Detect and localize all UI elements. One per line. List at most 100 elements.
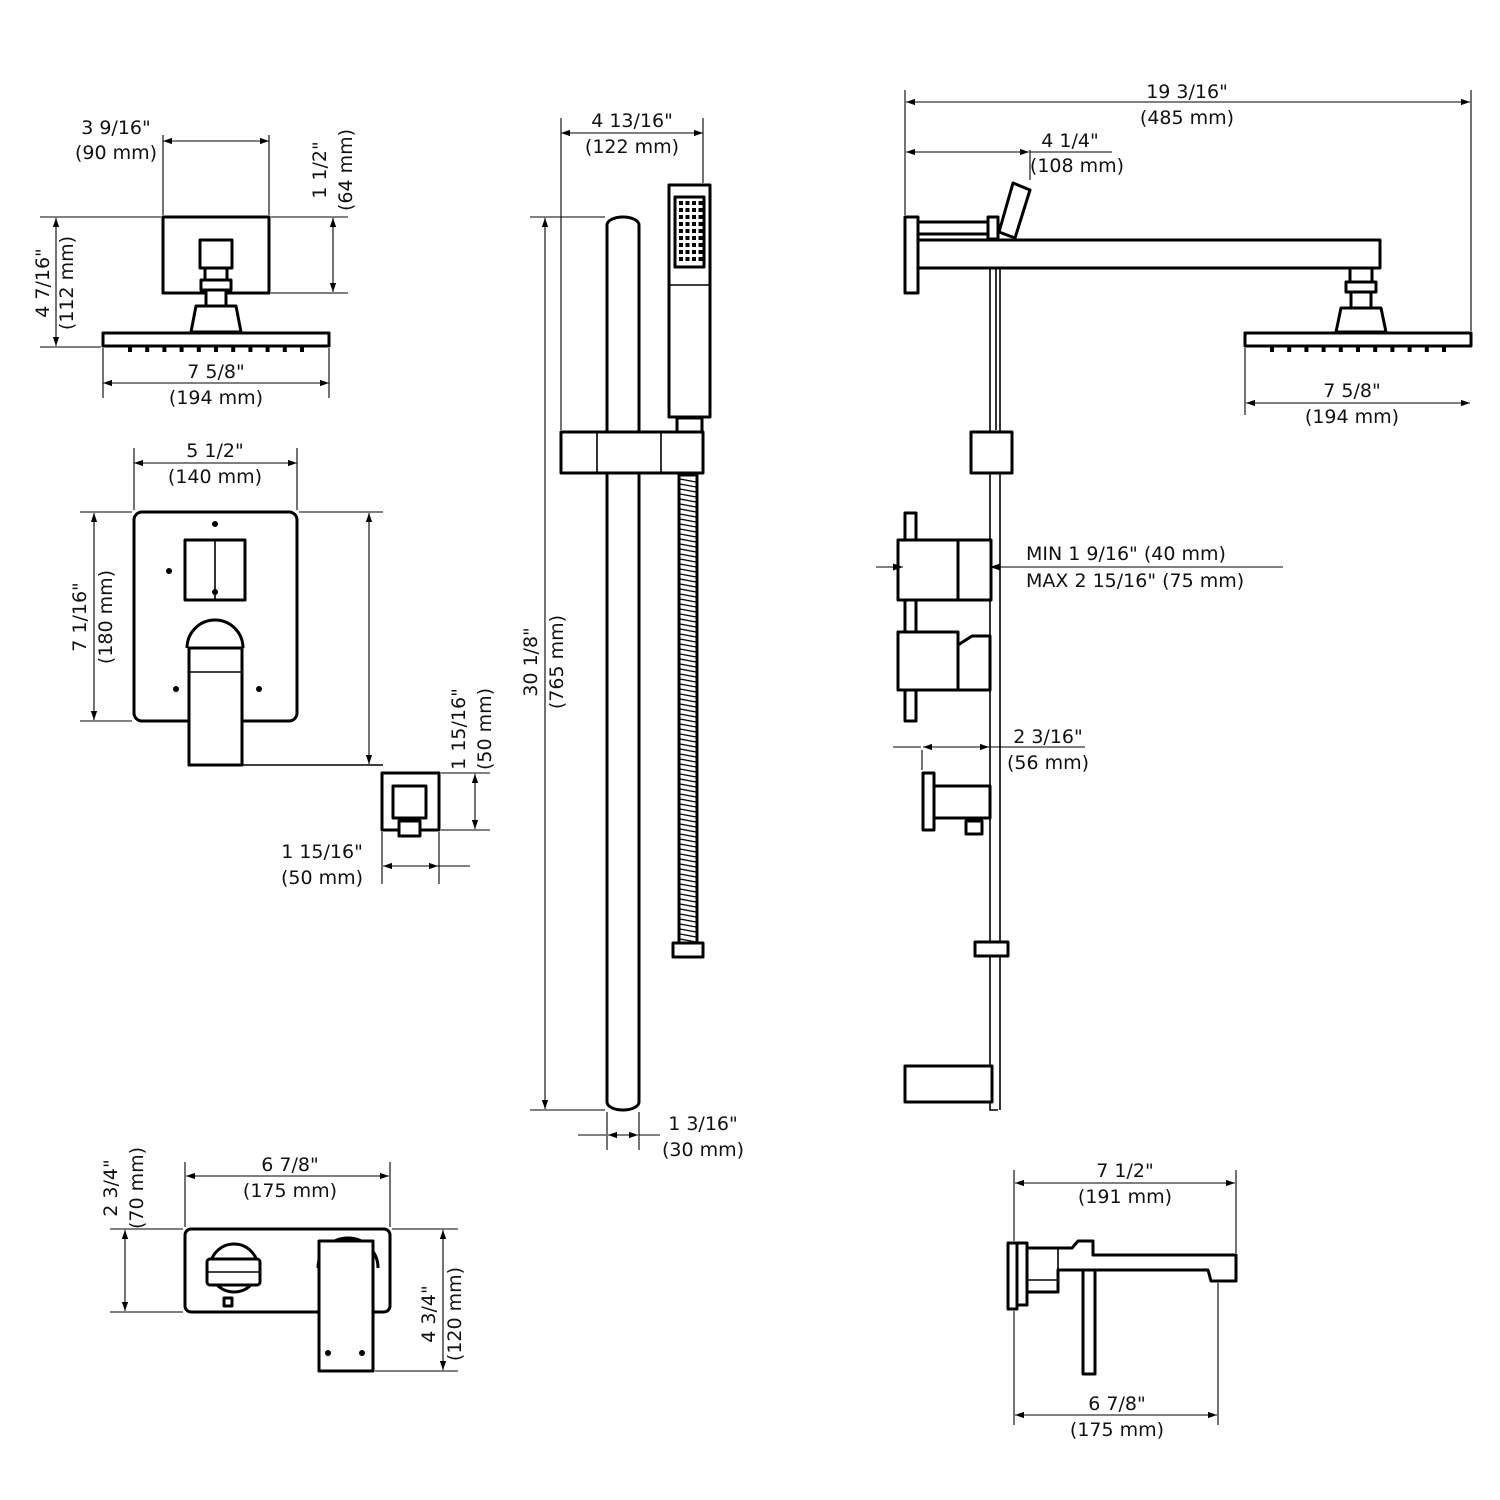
hose-coil: [679, 678, 697, 683]
hose-coil: [679, 778, 697, 783]
spray-hole: [692, 222, 696, 226]
hose-coil: [679, 653, 697, 658]
nozzle: [145, 347, 150, 352]
side-lever: [956, 634, 992, 692]
hose-coil: [679, 638, 697, 643]
nozzle: [1338, 347, 1343, 352]
trim-height-in: 7 1/16": [69, 582, 91, 652]
spray-hole: [685, 229, 690, 233]
hose-coil: [679, 833, 697, 838]
total-projection-mm: (485 mm): [1140, 107, 1234, 129]
side-elbow-body: [932, 784, 992, 820]
tub-plate-height-mm: (70 mm): [126, 1147, 148, 1229]
tub-spout-side-view: 7 1/2" (191 mm) 6 7/8" (175 mm): [1006, 1160, 1238, 1441]
hose-coil: [679, 923, 697, 928]
flange-depth-in: 1 1/2": [309, 141, 331, 198]
hose-coil: [679, 738, 697, 743]
hose-coil: [679, 878, 697, 883]
spray-hole: [685, 208, 690, 212]
nozzle: [162, 347, 167, 352]
flange-width-mm: (90 mm): [75, 142, 157, 164]
side-elbow-flange: [921, 771, 936, 832]
hose-coil: [679, 708, 697, 713]
hose-coil: [679, 723, 697, 728]
tub-width-in: 6 7/8": [261, 1154, 318, 1176]
hose-coil: [679, 588, 697, 593]
hose-coil: [679, 658, 697, 663]
valve-trim-front-view: 5 1/2" (140 mm) 7 1/16" (180 mm): [69, 440, 383, 767]
hose-coil: [679, 663, 697, 668]
hose-coil: [679, 933, 697, 938]
side-handle-escutcheon: [896, 630, 960, 692]
head-connector: [189, 304, 243, 334]
hose-coil: [679, 533, 697, 538]
hose-coil: [679, 508, 697, 513]
hose-coil: [679, 648, 697, 653]
spray-hole: [679, 222, 683, 226]
nozzle: [1356, 347, 1360, 352]
spray-hole: [685, 215, 690, 219]
hose-coil: [679, 783, 697, 788]
flange-depth-mm: (64 mm): [335, 129, 357, 211]
hose-coil: [679, 863, 697, 868]
arm-offset-mm: (108 mm): [1030, 155, 1124, 177]
spray-hole: [679, 215, 683, 219]
nozzle: [128, 347, 132, 352]
hose-coil: [679, 843, 697, 848]
nozzle: [1407, 347, 1412, 352]
side-diverter-body: [956, 538, 993, 602]
hose-coil: [679, 758, 697, 763]
handshower-base: [675, 416, 704, 434]
side-elbow-outlet: [964, 819, 984, 836]
hose-coil: [679, 478, 697, 483]
hose-coil: [679, 743, 697, 748]
side-diverter-knob: [896, 538, 960, 602]
hose-coil: [679, 718, 697, 723]
elbow-body: [391, 784, 428, 820]
side-head-width-in: 7 5/8": [1323, 380, 1380, 402]
tub-overall-height-in: 4 3/4": [418, 1285, 440, 1342]
hose-coil: [679, 768, 697, 773]
spray-nozzles: [679, 201, 703, 261]
spray-hole: [698, 201, 703, 205]
hose-coil: [679, 703, 697, 708]
slide-bar: [605, 215, 641, 1112]
handshower-width-in: 4 13/16": [591, 110, 673, 132]
elbow-height-in: 1 15/16": [448, 688, 470, 770]
hose-coil: [679, 498, 697, 503]
spray-hole: [692, 229, 696, 233]
handle-escutcheon: [185, 618, 245, 649]
min-depth-label: MIN 1 9/16" (40 mm): [1026, 543, 1226, 565]
hose-coil: [679, 603, 697, 608]
tub-indicator: [222, 1296, 234, 1308]
head-width-mm: (194 mm): [169, 387, 263, 409]
hose-coil: [679, 493, 697, 498]
spout-reach-in: 7 1/2": [1096, 1160, 1153, 1182]
hose-coil: [679, 558, 697, 563]
spray-hole: [679, 229, 683, 233]
hose-coil: [679, 908, 697, 913]
hose-coil: [679, 733, 697, 738]
hose-coil: [679, 488, 697, 493]
hose-coils: [679, 478, 697, 943]
hose-coil: [679, 523, 697, 528]
hose-coil: [679, 643, 697, 648]
side-nozzle-row: [1270, 347, 1446, 352]
nozzle: [231, 347, 236, 352]
spray-hole: [685, 250, 690, 254]
spray-hole: [685, 257, 690, 261]
hose-coil: [679, 623, 697, 628]
hose-coil: [679, 818, 697, 823]
spray-hole: [698, 236, 703, 240]
spray-hole: [685, 236, 690, 240]
side-slide-holder: [969, 430, 1014, 475]
nozzle: [1287, 347, 1292, 352]
valve-plate-side: [903, 511, 918, 723]
side-view-assembly: 19 3/16" (485 mm) 4 1/4" (108 mm) 7 5/8"…: [876, 81, 1473, 1111]
nozzle: [196, 347, 201, 352]
hose-coil: [679, 888, 697, 893]
spray-hole: [698, 215, 703, 219]
hose-coil: [679, 883, 697, 888]
hose-coil: [679, 823, 697, 828]
